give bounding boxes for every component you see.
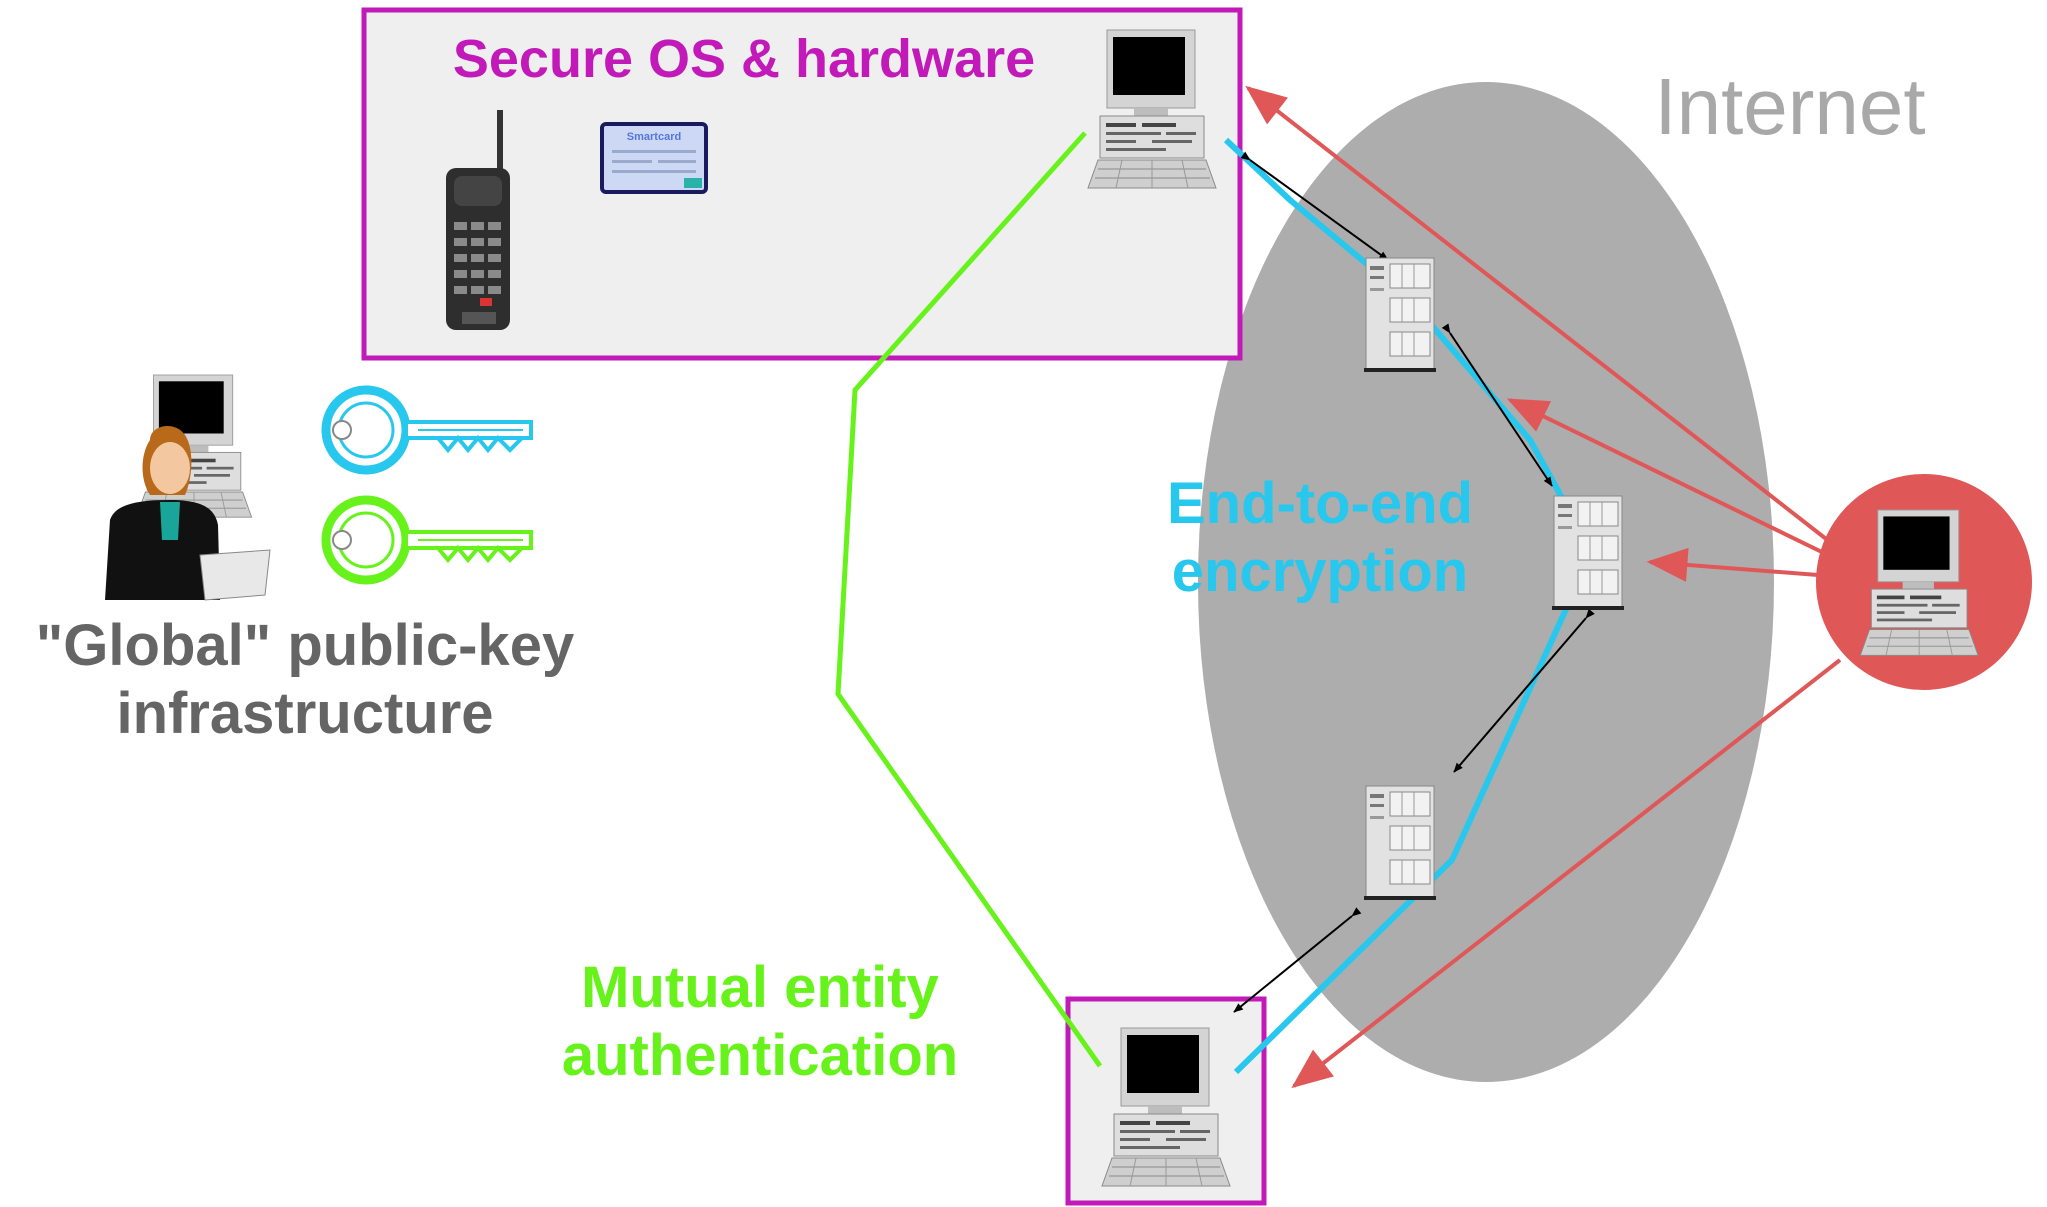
person-icon: [105, 425, 271, 601]
pki-label: "Global" public-key infrastructure: [0, 612, 610, 749]
secure-os-title: Secure OS & hardware: [452, 29, 1036, 89]
server-icon-3: [1363, 785, 1437, 901]
end-to-end-line-1: End-to-end: [1166, 471, 1474, 536]
cordless-phone-icon: [446, 110, 510, 330]
server-icon-2: [1551, 495, 1625, 611]
end-to-end-line-2: encryption: [1171, 539, 1469, 605]
server-icon-1: [1363, 257, 1437, 373]
mutual-authentication-label: Mutual entity authentication: [510, 954, 1010, 1091]
internet-title: Internet: [1654, 62, 1926, 151]
hop-arrows: [1233, 151, 1595, 1013]
authentication-path: [835, 131, 1103, 1068]
blue-key-icon: [326, 390, 531, 470]
internet-cloud: [1198, 82, 1774, 1082]
end-to-end-encryption-label: End-to-end encryption: [1110, 470, 1530, 607]
pki-line-1: "Global" public-key: [35, 613, 575, 678]
mutual-auth-line-2: authentication: [561, 1023, 959, 1089]
pki-line-2: infrastructure: [116, 681, 494, 747]
green-key-icon: [326, 500, 531, 580]
smartcard-label: Smartcard: [627, 131, 681, 143]
smartcard-icon: Smartcard: [600, 122, 708, 194]
mutual-auth-line-1: Mutual entity: [581, 955, 939, 1020]
